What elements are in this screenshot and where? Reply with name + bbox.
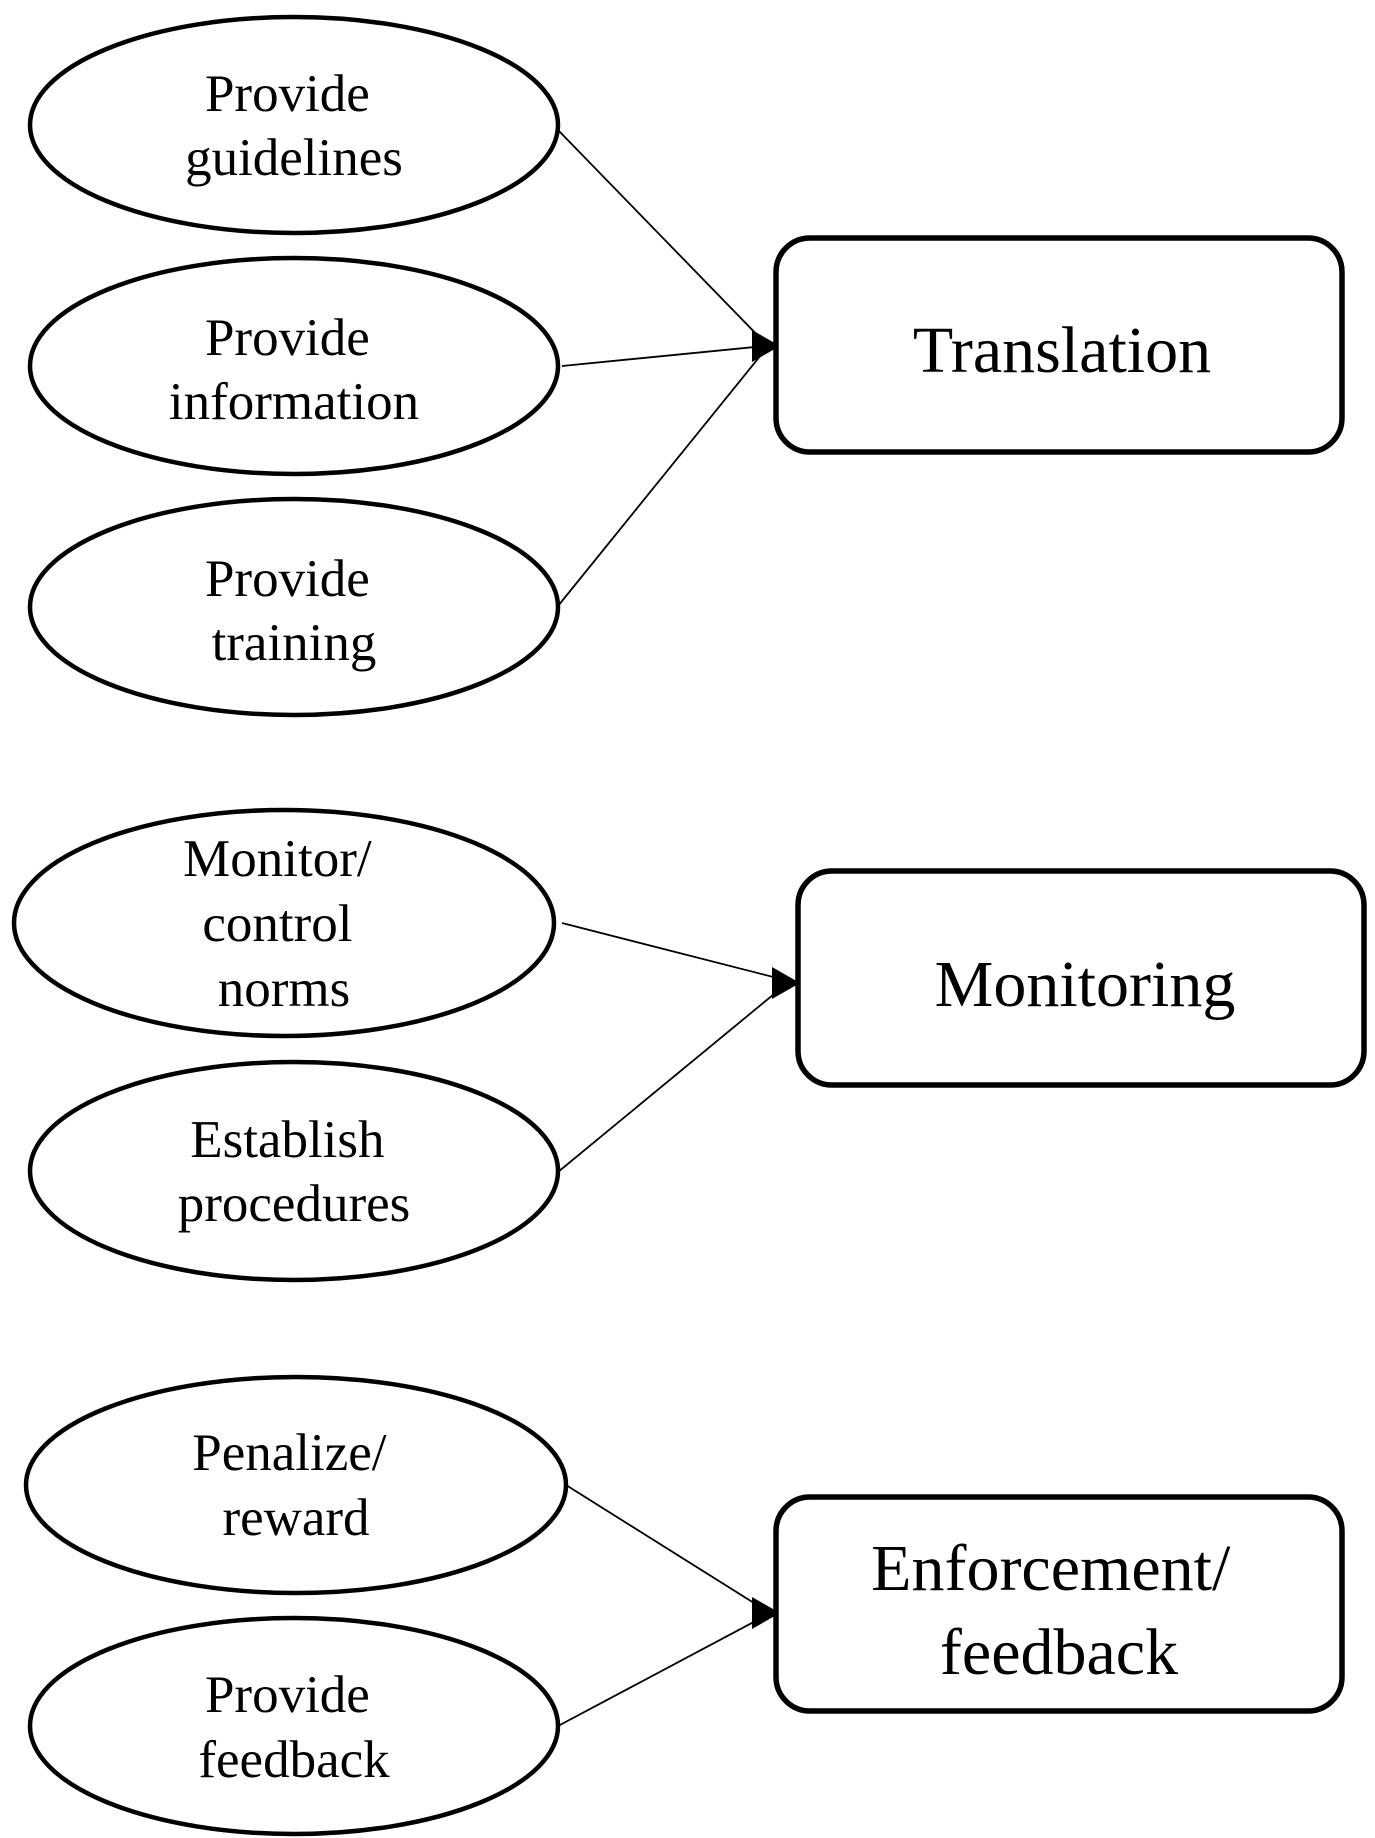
ellipse-node — [11, 807, 557, 1039]
node-label-line-2: procedures — [178, 1175, 411, 1233]
node-label: Provide training — [205, 550, 383, 672]
node-label-line-1: Penalize/ — [192, 1424, 387, 1482]
ellipse-node — [27, 1615, 561, 1837]
input-establish-procedures: Establish procedures — [27, 1059, 561, 1283]
box-label-line-1: Translation — [913, 314, 1211, 387]
connector-training-to-translation — [557, 349, 766, 607]
node-label-line-1: Provide — [205, 1666, 370, 1724]
box-label-line-2: feedback — [940, 1616, 1178, 1689]
connector-procedures-to-monitoring — [557, 984, 786, 1173]
connector-information-to-translation — [561, 345, 766, 367]
ellipse-node — [23, 1374, 569, 1596]
box-node — [773, 235, 1345, 455]
enforcement-box: Enforcement/ feedback — [773, 1494, 1345, 1714]
ellipse-node — [27, 255, 561, 477]
node-label-line-2: reward — [222, 1489, 369, 1547]
node-label-line-2: feedback — [198, 1731, 390, 1789]
node-label: Provide information — [169, 309, 419, 431]
arrowhead-translation — [752, 330, 780, 362]
box-node — [773, 1494, 1345, 1714]
node-label: Establish procedures — [178, 1111, 411, 1233]
arrowhead-enforcement — [752, 1597, 780, 1629]
input-provide-training: Provide training — [27, 496, 561, 718]
translation-group: Provide guidelines Provide information P… — [27, 14, 1345, 718]
arrowhead-monitoring — [772, 967, 800, 999]
input-monitor-control-norms: Monitor/ control norms — [11, 807, 557, 1039]
node-label-line-2: control — [202, 895, 352, 953]
enforcement-group: Penalize/ reward Provide feedback Enforc… — [23, 1374, 1345, 1837]
node-label-line-2: guidelines — [185, 129, 403, 187]
box-label: Translation — [913, 314, 1211, 387]
node-label-line-1: Provide — [205, 309, 370, 367]
connector-feedback-to-enforcement — [557, 1615, 766, 1727]
connector-monitor-to-monitoring — [561, 922, 786, 981]
node-label: Penalize/ reward — [192, 1424, 400, 1547]
node-label: Provide guidelines — [185, 65, 403, 187]
box-label-line-1: Monitoring — [935, 948, 1236, 1021]
node-label: Monitor/ control norms — [183, 830, 385, 1018]
box-label: Enforcement/ feedback — [871, 1532, 1247, 1689]
translation-box: Translation — [773, 235, 1345, 455]
box-node — [795, 868, 1367, 1088]
node-label-line-1: Provide — [205, 65, 370, 123]
box-label: Monitoring — [935, 948, 1236, 1021]
input-penalize-reward: Penalize/ reward — [23, 1374, 569, 1596]
node-label-line-1: Provide — [205, 550, 370, 608]
connector-penalize-to-enforcement — [565, 1484, 766, 1611]
monitoring-group: Monitor/ control norms Establish procedu… — [11, 807, 1367, 1283]
connector-guidelines-to-translation — [557, 129, 766, 344]
node-label-line-1: Monitor/ — [183, 830, 372, 888]
node-label-line-2: training — [212, 614, 377, 672]
node-label-line-2: information — [169, 373, 419, 431]
node-label-line-3: norms — [218, 960, 351, 1018]
ellipse-node — [27, 1059, 561, 1283]
input-provide-information: Provide information — [27, 255, 561, 477]
input-provide-feedback: Provide feedback — [27, 1615, 561, 1837]
monitoring-box: Monitoring — [795, 868, 1367, 1088]
node-label: Provide feedback — [198, 1666, 390, 1789]
node-label-line-1: Establish — [190, 1111, 384, 1169]
ellipse-node — [27, 496, 561, 718]
ellipse-node — [27, 14, 561, 236]
box-label-line-1: Enforcement/ — [871, 1532, 1231, 1605]
input-provide-guidelines: Provide guidelines — [27, 14, 561, 236]
